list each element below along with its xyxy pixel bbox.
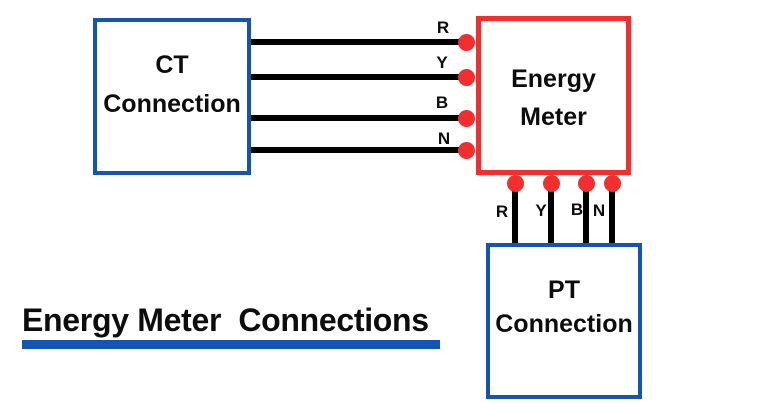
ct-label-line1: CT bbox=[155, 50, 189, 79]
wire-label-r-top: R bbox=[436, 18, 450, 37]
ct-connection-box: CT Connection bbox=[93, 18, 251, 175]
wire-y-vertical bbox=[548, 180, 554, 247]
wire-label-b-bottom: B bbox=[570, 200, 584, 219]
title-underline bbox=[22, 340, 440, 349]
wire-label-n-bottom: N bbox=[592, 201, 606, 220]
wire-r-vertical bbox=[512, 180, 518, 247]
terminal-dot-n-bottom bbox=[604, 175, 621, 192]
diagram-title: Energy Meter Connections bbox=[22, 302, 429, 338]
pt-label-line2: Connection bbox=[495, 310, 633, 338]
meter-label-line2: Meter bbox=[520, 102, 587, 131]
wire-y-horizontal bbox=[250, 74, 467, 80]
wire-n-horizontal bbox=[250, 147, 467, 153]
terminal-dot-r-bottom bbox=[507, 175, 524, 192]
wire-b-vertical bbox=[583, 180, 589, 247]
pt-label-line1: PT bbox=[548, 276, 580, 304]
ct-label-line2: Connection bbox=[103, 89, 241, 118]
terminal-dot-r-left bbox=[458, 34, 475, 51]
meter-label-line1: Energy bbox=[511, 64, 596, 93]
pt-connection-box: PT Connection bbox=[486, 243, 642, 399]
wire-label-b-top: B bbox=[435, 93, 449, 112]
wire-label-n-top: N bbox=[437, 129, 451, 148]
wire-label-y-top: Y bbox=[436, 53, 448, 72]
wire-r-horizontal bbox=[250, 39, 467, 45]
terminal-dot-n-left bbox=[458, 142, 475, 159]
wire-label-r-bottom: R bbox=[495, 202, 509, 221]
terminal-dot-b-left bbox=[458, 110, 475, 127]
wire-b-horizontal bbox=[250, 115, 467, 121]
terminal-dot-y-bottom bbox=[543, 175, 560, 192]
energy-meter-box: Energy Meter bbox=[476, 16, 631, 175]
wire-n-vertical bbox=[609, 180, 615, 247]
wire-label-y-bottom: Y bbox=[535, 201, 547, 220]
terminal-dot-y-left bbox=[458, 69, 475, 86]
terminal-dot-b-bottom bbox=[578, 175, 595, 192]
